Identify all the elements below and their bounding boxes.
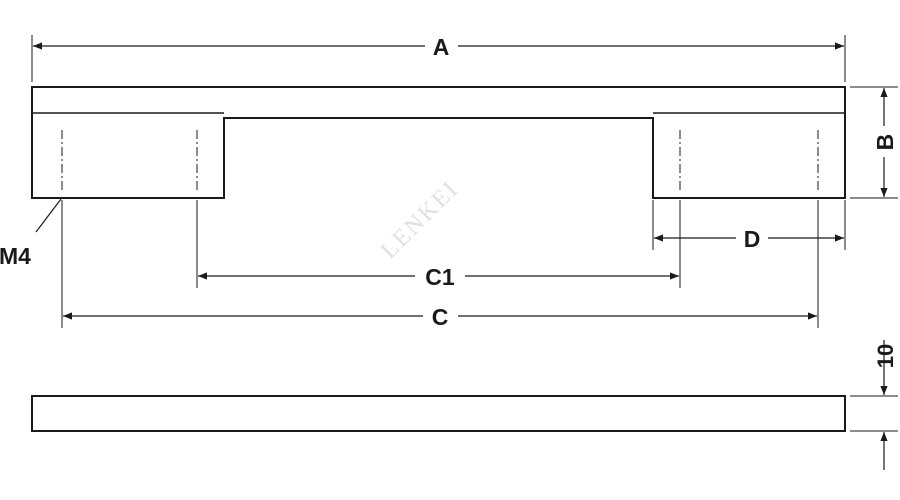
dim-d-label: D [744, 226, 761, 252]
dim-b-label: B [872, 134, 898, 151]
dim-a-label: A [433, 34, 450, 60]
dimension-lines [33, 42, 888, 470]
thread-m4-label: M4 [0, 243, 31, 269]
watermark-text: LENKEI [376, 176, 464, 264]
m4-leader-line [35, 198, 62, 233]
handle-front-view [31, 86, 846, 199]
handle-outline [31, 86, 846, 199]
dim-c1-label: C1 [425, 264, 455, 290]
extension-lines [31, 35, 898, 432]
dim-c-label: C [432, 304, 449, 330]
handle-top-view [31, 395, 846, 432]
dim-thickness-label: 10 [873, 344, 898, 368]
hole-centerlines [61, 130, 819, 192]
